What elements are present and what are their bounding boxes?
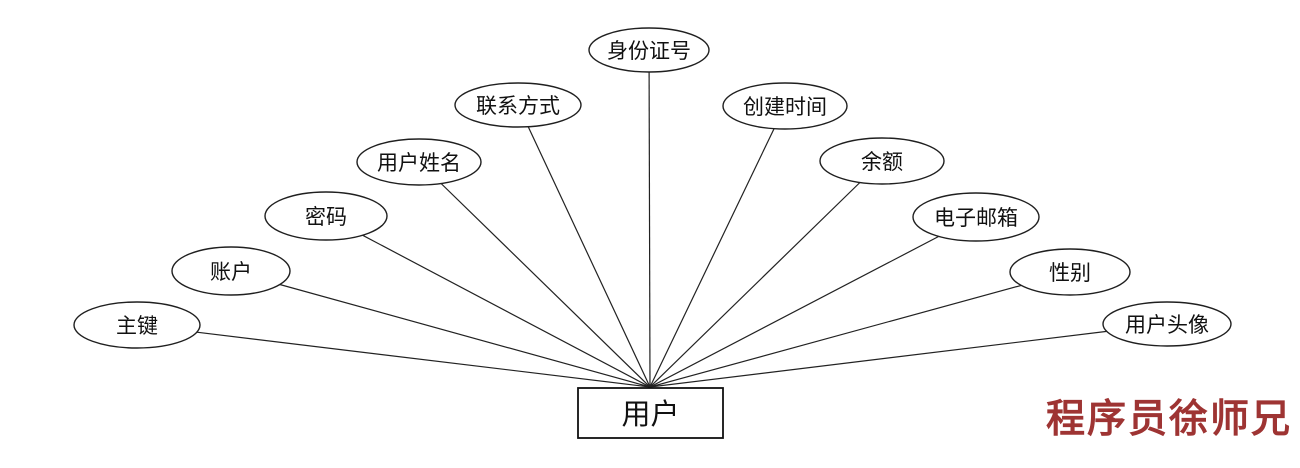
attribute-ellipse — [73, 301, 201, 349]
attribute-ellipse — [171, 246, 291, 296]
attribute-label: 主键 — [116, 314, 158, 338]
attribute-label: 余额 — [861, 150, 903, 174]
attribute-node: 用户头像 — [1102, 301, 1232, 347]
attribute-ellipse — [1009, 248, 1131, 296]
attribute-connector-line — [362, 234, 651, 388]
attribute-label: 联系方式 — [476, 94, 560, 118]
attribute-connector-line — [440, 183, 651, 388]
attribute-ellipse — [912, 192, 1040, 242]
attribute-node: 创建时间 — [722, 82, 848, 130]
attribute-label: 账户 — [210, 260, 252, 284]
attribute-connector-line — [649, 128, 775, 388]
watermark-text: 程序员徐师兄 — [1045, 396, 1292, 442]
attribute-ellipse — [722, 82, 848, 130]
attribute-connector-line — [649, 284, 1022, 388]
attribute-node: 性别 — [1009, 248, 1131, 296]
entity-node: 用户 — [577, 387, 724, 439]
attribute-node: 账户 — [171, 246, 291, 296]
attribute-label: 电子邮箱 — [934, 206, 1018, 230]
attribute-connector-line — [279, 283, 651, 388]
attribute-ellipse — [588, 27, 710, 73]
attribute-connector-line — [196, 331, 651, 388]
attribute-label: 性别 — [1049, 261, 1091, 285]
attribute-connector-line — [649, 182, 861, 388]
attribute-node: 身份证号 — [588, 27, 710, 73]
attribute-connector-line — [527, 126, 651, 388]
attribute-label: 用户姓名 — [377, 151, 461, 175]
attribute-node: 主键 — [73, 301, 201, 349]
attribute-label: 密码 — [305, 205, 347, 229]
attribute-node: 用户姓名 — [356, 138, 482, 186]
attribute-label: 创建时间 — [743, 95, 827, 119]
entity-rectangle — [577, 387, 724, 439]
attribute-label: 用户头像 — [1125, 313, 1209, 337]
attribute-connector-line — [648, 71, 651, 388]
attribute-node: 联系方式 — [454, 82, 582, 128]
attribute-ellipse — [819, 137, 945, 185]
entity-label: 用户 — [621, 397, 679, 431]
attribute-node: 余额 — [819, 137, 945, 185]
attribute-connector-line — [649, 235, 940, 388]
attribute-label: 身份证号 — [607, 39, 691, 63]
attribute-ellipse — [264, 191, 388, 241]
attribute-ellipse — [454, 82, 582, 128]
attribute-node: 密码 — [264, 191, 388, 241]
attribute-connector-line — [649, 330, 1107, 388]
attribute-ellipse — [356, 138, 482, 186]
attribute-ellipse — [1102, 301, 1232, 347]
attribute-node: 电子邮箱 — [912, 192, 1040, 242]
